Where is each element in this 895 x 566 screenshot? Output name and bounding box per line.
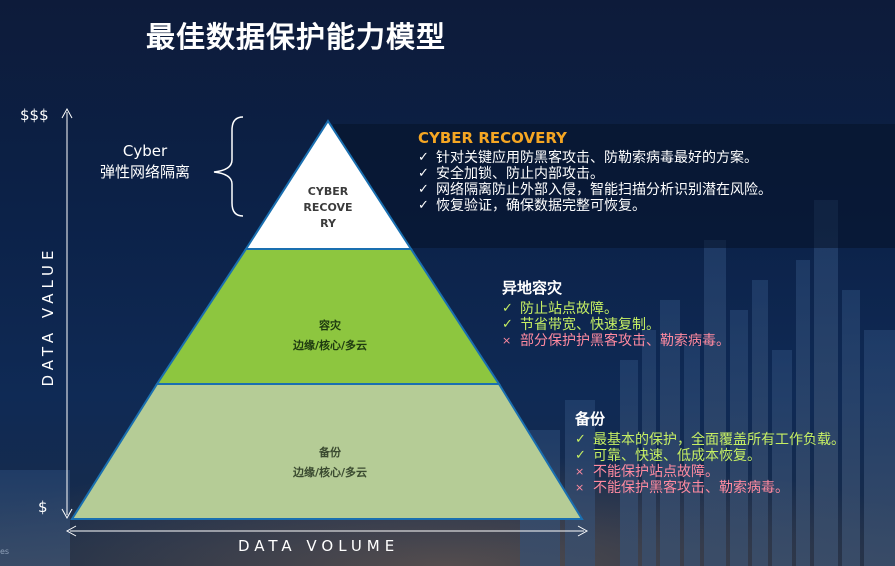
pyramid-top-tier xyxy=(244,119,413,250)
backup-title: 备份 xyxy=(575,410,606,428)
list-item: ✓ 防止站点故障。 xyxy=(502,301,730,317)
list-item-text: 可靠、快速、低成本恢复。 xyxy=(593,448,761,464)
y-axis-arrow-bottom xyxy=(61,508,73,520)
list-item-text: 网络隔离防止外部入侵，智能扫描分析识别潜在风险。 xyxy=(436,182,772,198)
list-item-text: 恢复验证，确保数据完整可恢复。 xyxy=(436,198,646,214)
list-item-text: 不能保护站点故障。 xyxy=(593,464,719,480)
pyramid-bottom-title: 备份 xyxy=(319,446,341,459)
x-axis-arrow-right xyxy=(577,525,589,537)
cyber-recovery-section: CYBER RECOVERY ✓ 针对关键应用防黑客攻击、防勒索病毒最好的方案。… xyxy=(418,129,772,214)
check-icon: ✓ xyxy=(575,448,586,463)
check-icon: ✓ xyxy=(502,317,513,332)
cyber-isolation-line1: Cyber xyxy=(122,142,168,160)
x-axis-arrow-left xyxy=(65,525,77,537)
backup-section: 备份 ✓ 最基本的保护，全面覆盖所有工作负载。 ✓ 可靠、快速、低成本恢复。 ×… xyxy=(575,408,845,496)
y-axis-high-label: $$$ xyxy=(20,106,49,124)
cyber-isolation-line2: 弹性网络隔离 xyxy=(99,163,190,181)
list-item-text: 针对关键应用防黑客攻击、防勒索病毒最好的方案。 xyxy=(436,150,758,166)
curly-brace xyxy=(213,116,244,217)
list-item: × 不能保护黑客攻击、勒索病毒。 xyxy=(575,480,845,496)
check-icon: ✓ xyxy=(418,166,429,181)
cyber-recovery-title: CYBER RECOVERY xyxy=(418,129,567,147)
list-item-text: 节省带宽、快速复制。 xyxy=(520,317,660,333)
disaster-recovery-section: 异地容灾 ✓ 防止站点故障。 ✓ 节省带宽、快速复制。 × 部分保护护黑客攻击、… xyxy=(502,277,730,349)
pyramid-top-label: CYBER RECOVE RY xyxy=(290,184,366,232)
list-item: ✓ 网络隔离防止外部入侵，智能扫描分析识别潜在风险。 xyxy=(418,182,772,198)
disaster-recovery-title: 异地容灾 xyxy=(502,279,563,297)
y-axis-arrow-top xyxy=(61,107,73,119)
cross-icon: × xyxy=(575,465,585,478)
page-title: 最佳数据保护能力模型 xyxy=(146,20,447,54)
check-icon: ✓ xyxy=(418,198,429,213)
list-item-text: 部分保护护黑客攻击、勒索病毒。 xyxy=(520,333,730,349)
cross-icon: × xyxy=(575,481,585,494)
pyramid-bottom-label: 备份 边缘/核心/多云 xyxy=(250,443,410,483)
pyramid-top-line: RY xyxy=(320,217,336,230)
pyramid-bottom-subtitle: 边缘/核心/多云 xyxy=(292,466,368,479)
list-item: ✓ 可靠、快速、低成本恢复。 xyxy=(575,448,845,464)
pyramid-top-line: CYBER xyxy=(307,185,349,198)
list-item: × 部分保护护黑客攻击、勒索病毒。 xyxy=(502,333,730,349)
cyber-isolation-label: Cyber 弹性网络隔离 xyxy=(80,141,210,183)
check-icon: ✓ xyxy=(502,301,513,316)
list-item: ✓ 最基本的保护，全面覆盖所有工作负载。 xyxy=(575,432,845,448)
y-axis-low-label: $ xyxy=(38,498,48,516)
pyramid-middle-title: 容灾 xyxy=(319,319,341,332)
y-axis-title: DATA VALUE xyxy=(39,245,57,387)
list-item: ✓ 节省带宽、快速复制。 xyxy=(502,317,730,333)
list-item-text: 不能保护黑客攻击、勒索病毒。 xyxy=(593,480,789,496)
list-item-text: 最基本的保护，全面覆盖所有工作负载。 xyxy=(593,432,845,448)
x-axis-title: DATA VOLUME xyxy=(238,537,400,555)
list-item: × 不能保护站点故障。 xyxy=(575,464,845,480)
list-item-text: 安全加锁、防止内部攻击。 xyxy=(436,166,604,182)
list-item-text: 防止站点故障。 xyxy=(520,301,618,317)
check-icon: ✓ xyxy=(418,150,429,165)
corner-fragment-text: es xyxy=(0,547,10,556)
pyramid-top-line: RECOVE xyxy=(303,201,353,214)
cross-icon: × xyxy=(502,334,512,347)
check-icon: ✓ xyxy=(418,182,429,197)
cyber-recovery-panel-background xyxy=(333,124,895,248)
list-item: ✓ 恢复验证，确保数据完整可恢复。 xyxy=(418,198,772,214)
pyramid-middle-subtitle: 边缘/核心/多云 xyxy=(292,339,368,352)
pyramid-middle-label: 容灾 边缘/核心/多云 xyxy=(250,316,410,356)
list-item: ✓ 安全加锁、防止内部攻击。 xyxy=(418,166,772,182)
check-icon: ✓ xyxy=(575,432,586,447)
list-item: ✓ 针对关键应用防黑客攻击、防勒索病毒最好的方案。 xyxy=(418,150,772,166)
